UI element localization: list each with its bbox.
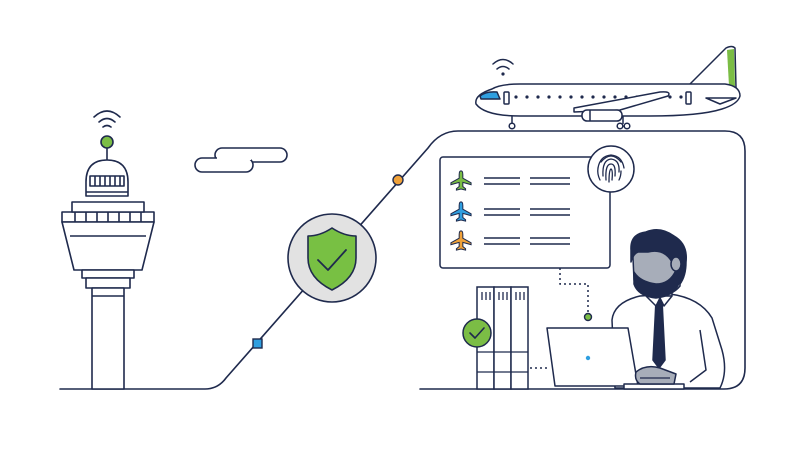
flight-list-panel xyxy=(439,156,611,269)
node-orange xyxy=(392,174,404,186)
node-green xyxy=(583,312,593,322)
laptop-icon xyxy=(546,327,685,390)
antenna-light xyxy=(100,135,114,149)
tower-cabin xyxy=(61,221,155,271)
server-rack-icon xyxy=(476,286,529,390)
dotted-link-panel xyxy=(559,268,589,314)
airplane-icon xyxy=(475,45,741,130)
plane-wifi-icon xyxy=(492,58,514,76)
plane-fuselage xyxy=(475,83,741,117)
person-tie xyxy=(652,299,666,369)
person-hands xyxy=(634,365,677,385)
tower-shaft xyxy=(91,287,125,390)
network-connection-line xyxy=(59,130,746,390)
person-shirt xyxy=(611,293,726,389)
person-hair xyxy=(630,229,687,285)
wifi-icon xyxy=(93,110,121,128)
control-tower-icon xyxy=(61,110,155,390)
node-blue xyxy=(252,338,263,349)
person-beard xyxy=(633,269,681,299)
shield-check-icon xyxy=(287,213,377,303)
plane-wing xyxy=(573,91,670,113)
fingerprint-icon xyxy=(587,145,635,193)
check-badge-icon xyxy=(462,318,492,348)
cloud-icon xyxy=(194,147,288,173)
flight-row-1 xyxy=(450,170,570,191)
flight-row-3 xyxy=(450,230,570,251)
person-at-laptop xyxy=(611,229,726,389)
plane-engine xyxy=(581,109,623,122)
flight-row-2 xyxy=(450,201,570,222)
